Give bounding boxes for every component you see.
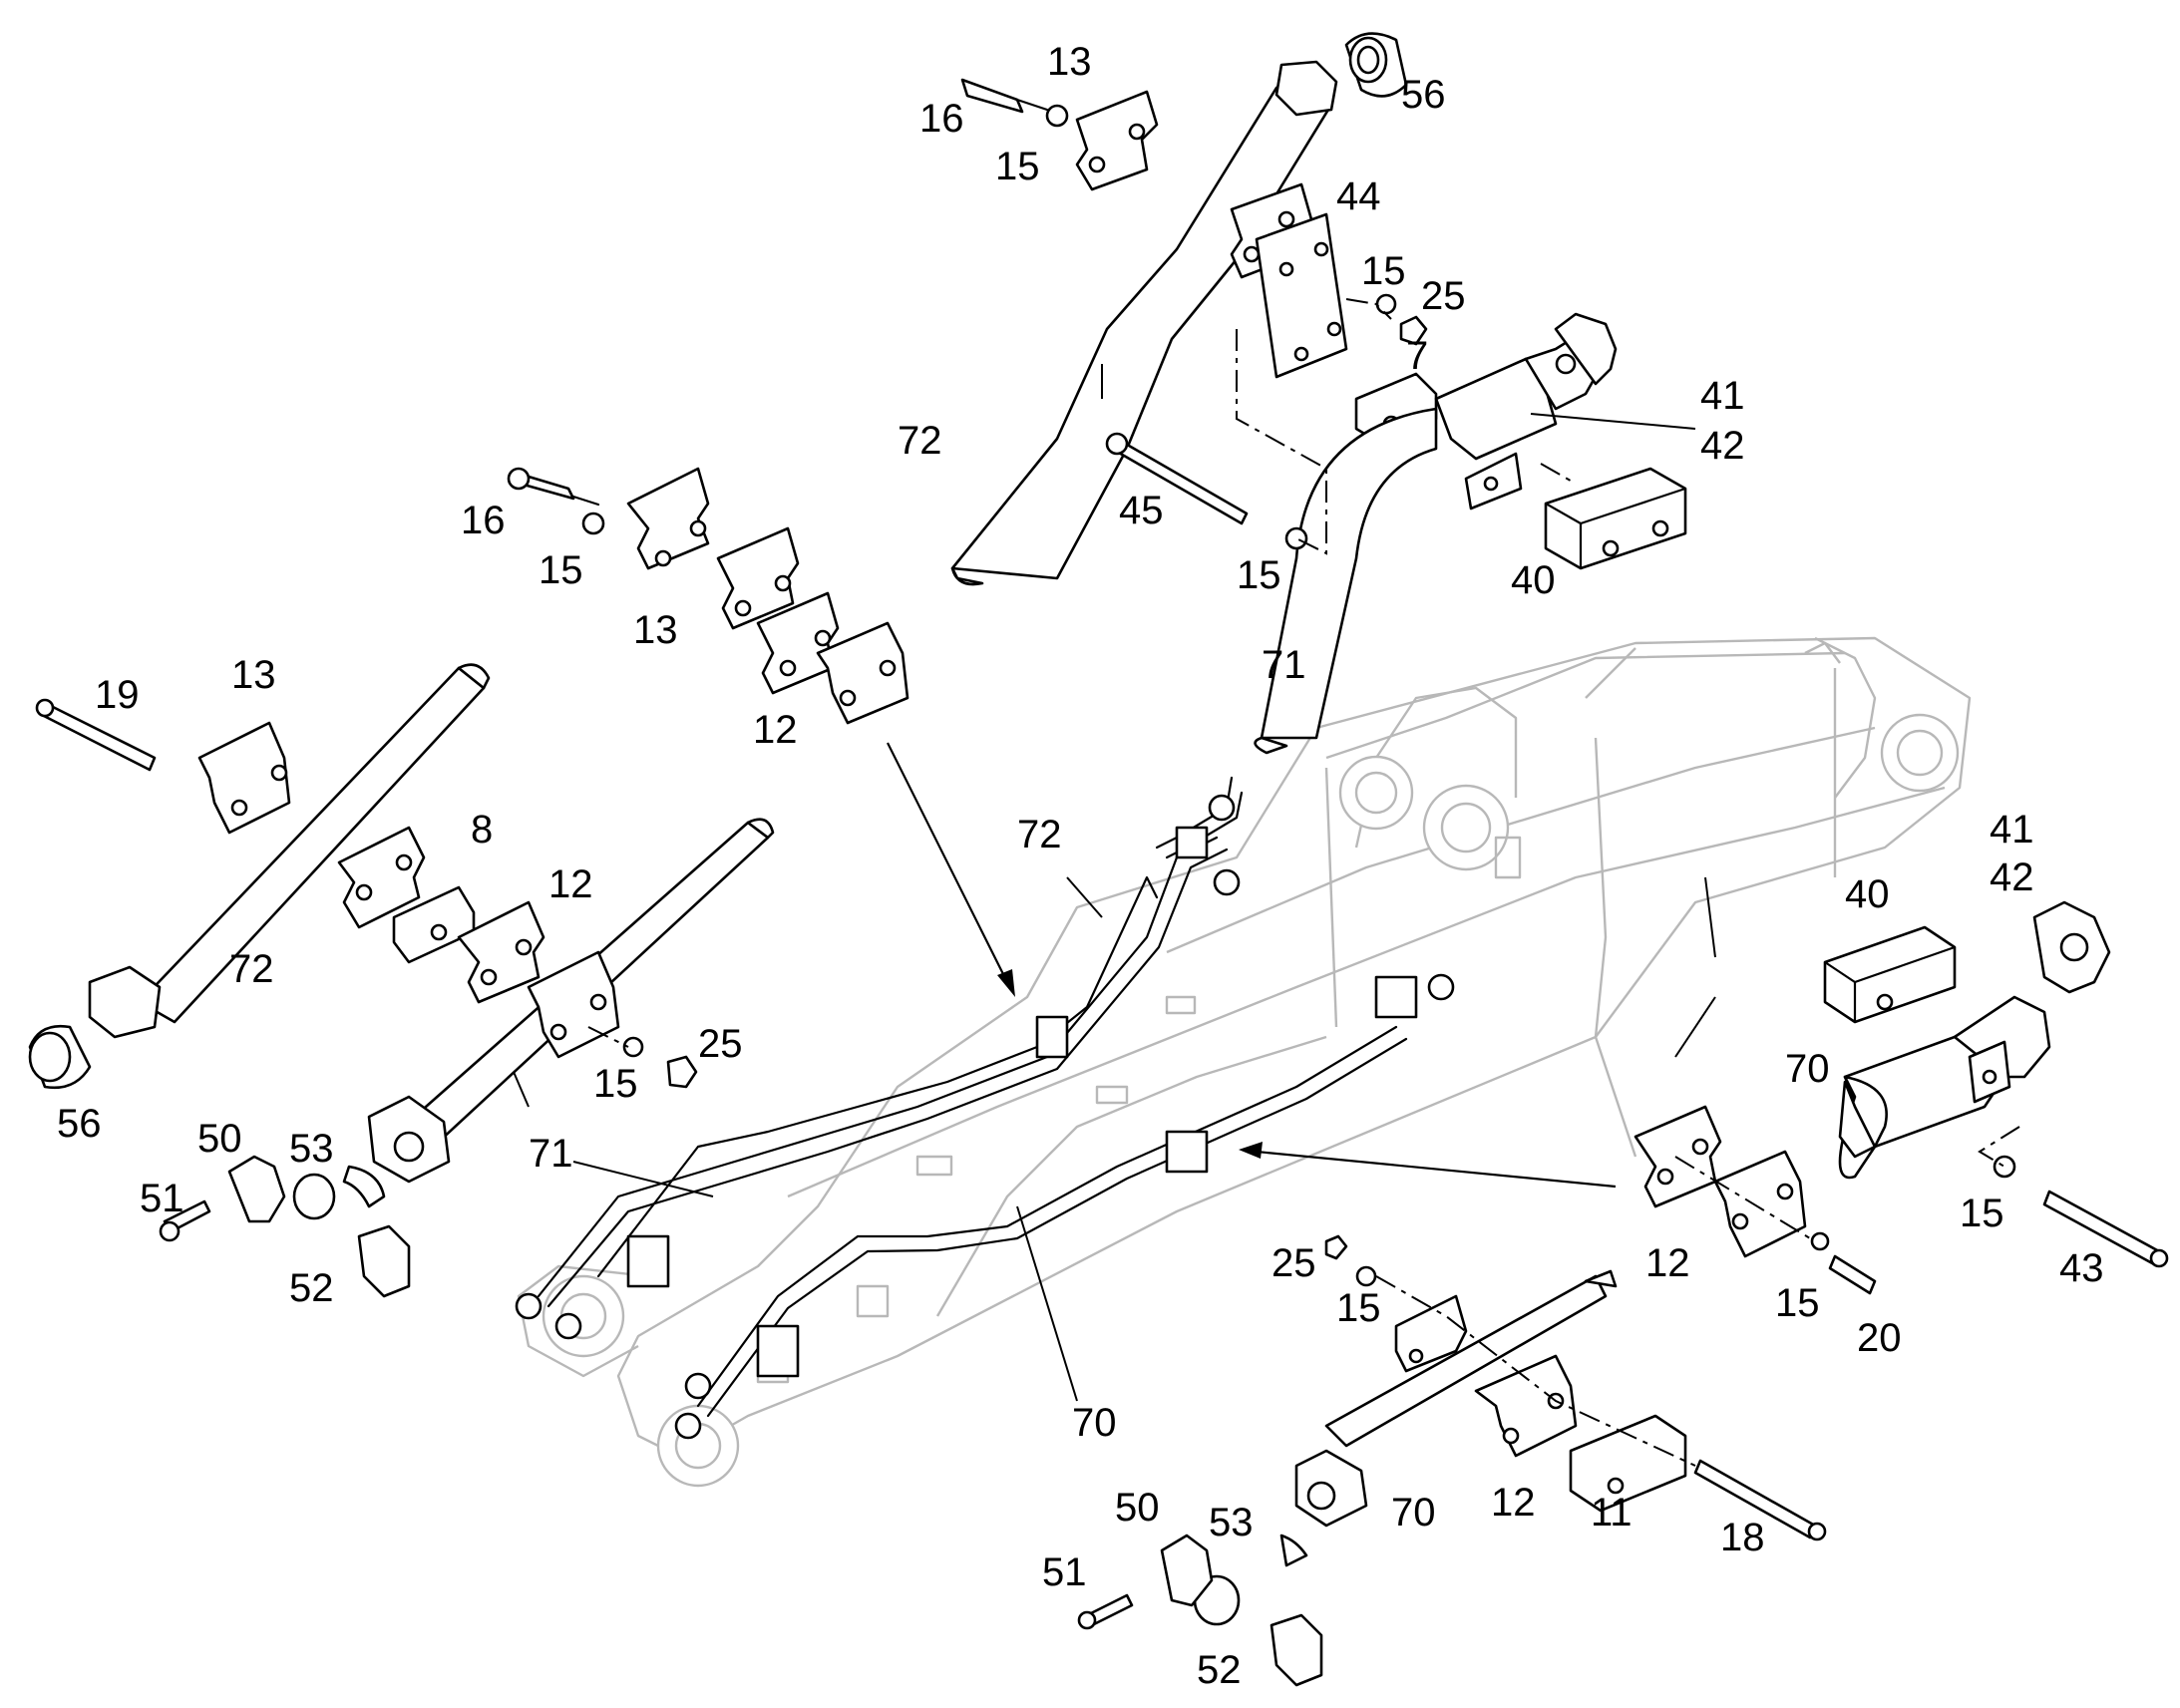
callout-51: 51: [1042, 1550, 1087, 1594]
callout-18: 18: [1720, 1516, 1765, 1559]
callout-15: 15: [1336, 1286, 1381, 1330]
callout-13: 13: [1047, 40, 1092, 84]
callout-25: 25: [1421, 274, 1466, 318]
callout-7: 7: [1406, 334, 1428, 378]
callout-12: 12: [753, 708, 798, 752]
callout-15: 15: [1361, 249, 1406, 293]
flange-parts-left: [159, 1155, 411, 1298]
callout-50: 50: [197, 1117, 242, 1161]
callout-15: 15: [995, 145, 1040, 188]
pipe-70-right-stub: [1838, 1075, 1888, 1180]
callout-15: 15: [1775, 1281, 1820, 1325]
assembly-lines: [587, 298, 2020, 1467]
callout-15: 15: [593, 1062, 638, 1106]
callout-72: 72: [229, 947, 274, 991]
callout-15: 15: [1960, 1192, 2004, 1235]
callout-70: 70: [1072, 1401, 1117, 1445]
callout-53: 53: [289, 1127, 334, 1171]
bolt-43-washer: [1993, 1155, 2169, 1268]
callout-labels: 13 16 15 56 44 15 25 7 41 42 72 45 15 40…: [57, 40, 2104, 1692]
fitting-41-42-upper: [1434, 312, 1618, 511]
bolt-45: [1105, 432, 1308, 550]
callout-25: 25: [1272, 1241, 1316, 1285]
clamps-left: [35, 698, 698, 1089]
callout-72: 72: [1017, 813, 1062, 856]
callout-41: 41: [1700, 374, 1745, 418]
clamps-12-right: [1634, 1105, 1877, 1295]
callout-56: 56: [57, 1102, 102, 1146]
block-40-right: [1823, 925, 1957, 1024]
callout-44: 44: [1336, 174, 1381, 218]
callout-51: 51: [140, 1177, 184, 1220]
callout-40: 40: [1511, 558, 1556, 602]
callout-13: 13: [633, 608, 678, 652]
callout-25: 25: [698, 1022, 743, 1066]
callout-20: 20: [1857, 1316, 1902, 1360]
callout-19: 19: [95, 673, 140, 717]
callout-13: 13: [231, 653, 276, 697]
callout-70: 70: [1391, 1491, 1436, 1535]
callout-40: 40: [1845, 872, 1890, 916]
callout-52: 52: [289, 1266, 334, 1310]
callout-70: 70: [1785, 1047, 1830, 1091]
leader-lines: [513, 364, 1716, 1402]
callout-12: 12: [1645, 1241, 1690, 1285]
callout-15: 15: [1237, 553, 1281, 597]
callout-42: 42: [1990, 855, 2034, 899]
callout-53: 53: [1209, 1501, 1254, 1544]
callout-8: 8: [471, 808, 493, 852]
clamps-13-12-center: [507, 467, 909, 725]
callout-42: 42: [1700, 424, 1745, 468]
callout-50: 50: [1115, 1486, 1160, 1530]
callout-12: 12: [548, 862, 593, 906]
reference-arrows: [887, 742, 1617, 1189]
pipe-72-left: [28, 663, 491, 1090]
callout-43: 43: [2059, 1246, 2104, 1290]
callout-71: 71: [529, 1132, 573, 1176]
callout-16: 16: [461, 499, 506, 542]
callout-72: 72: [898, 419, 942, 463]
callout-45: 45: [1119, 489, 1164, 532]
callout-41: 41: [1990, 808, 2034, 852]
callout-11: 11: [1591, 1491, 1633, 1535]
callout-15: 15: [539, 548, 583, 592]
pipe-71-upper: [1254, 407, 1438, 755]
plate-44: [1255, 212, 1428, 379]
block-40-upper: [1544, 467, 1687, 570]
callout-71: 71: [1262, 643, 1306, 687]
callout-16: 16: [919, 97, 964, 141]
hoses-on-boom: [515, 776, 1455, 1440]
lower-assembly: [1077, 1234, 1827, 1687]
callout-56: 56: [1401, 73, 1446, 117]
callout-12: 12: [1491, 1481, 1536, 1525]
callout-52: 52: [1197, 1648, 1242, 1692]
